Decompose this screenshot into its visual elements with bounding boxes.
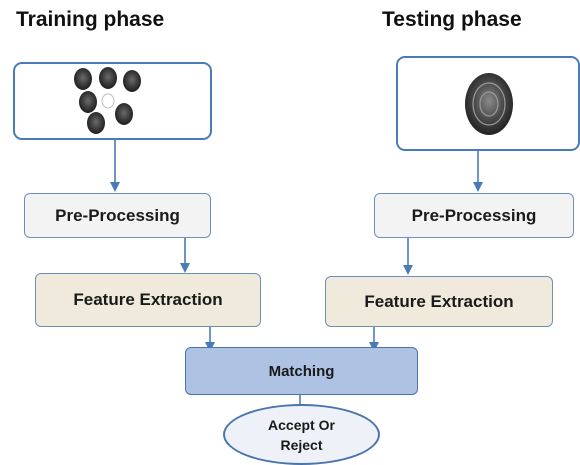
training-image-box <box>13 62 212 140</box>
matching-label: Matching <box>268 362 335 380</box>
testing-preprocessing-label: Pre-Processing <box>411 205 537 225</box>
testing-feature-extraction-step: Feature Extraction <box>325 276 553 327</box>
matching-step: Matching <box>185 347 418 395</box>
testing-phase-title: Testing phase <box>382 8 522 31</box>
decision-line-1: Accept Or <box>268 416 335 433</box>
testing-feature-extraction-label: Feature Extraction <box>364 291 514 311</box>
decision-line-2: Reject <box>280 436 323 453</box>
training-feature-extraction-label: Feature Extraction <box>73 290 223 309</box>
testing-preprocessing-step: Pre-Processing <box>374 193 574 238</box>
accept-or-reject-decision: Accept Or Reject <box>223 404 380 465</box>
fingerprint-icon <box>465 73 513 135</box>
fingerprint-set-icon <box>74 67 141 134</box>
training-preprocessing-label: Pre-Processing <box>55 205 180 225</box>
training-phase-title: Training phase <box>16 8 165 31</box>
training-preprocessing-step: Pre-Processing <box>24 193 211 238</box>
training-feature-extraction-step: Feature Extraction <box>35 273 261 327</box>
testing-image-box <box>396 56 580 151</box>
